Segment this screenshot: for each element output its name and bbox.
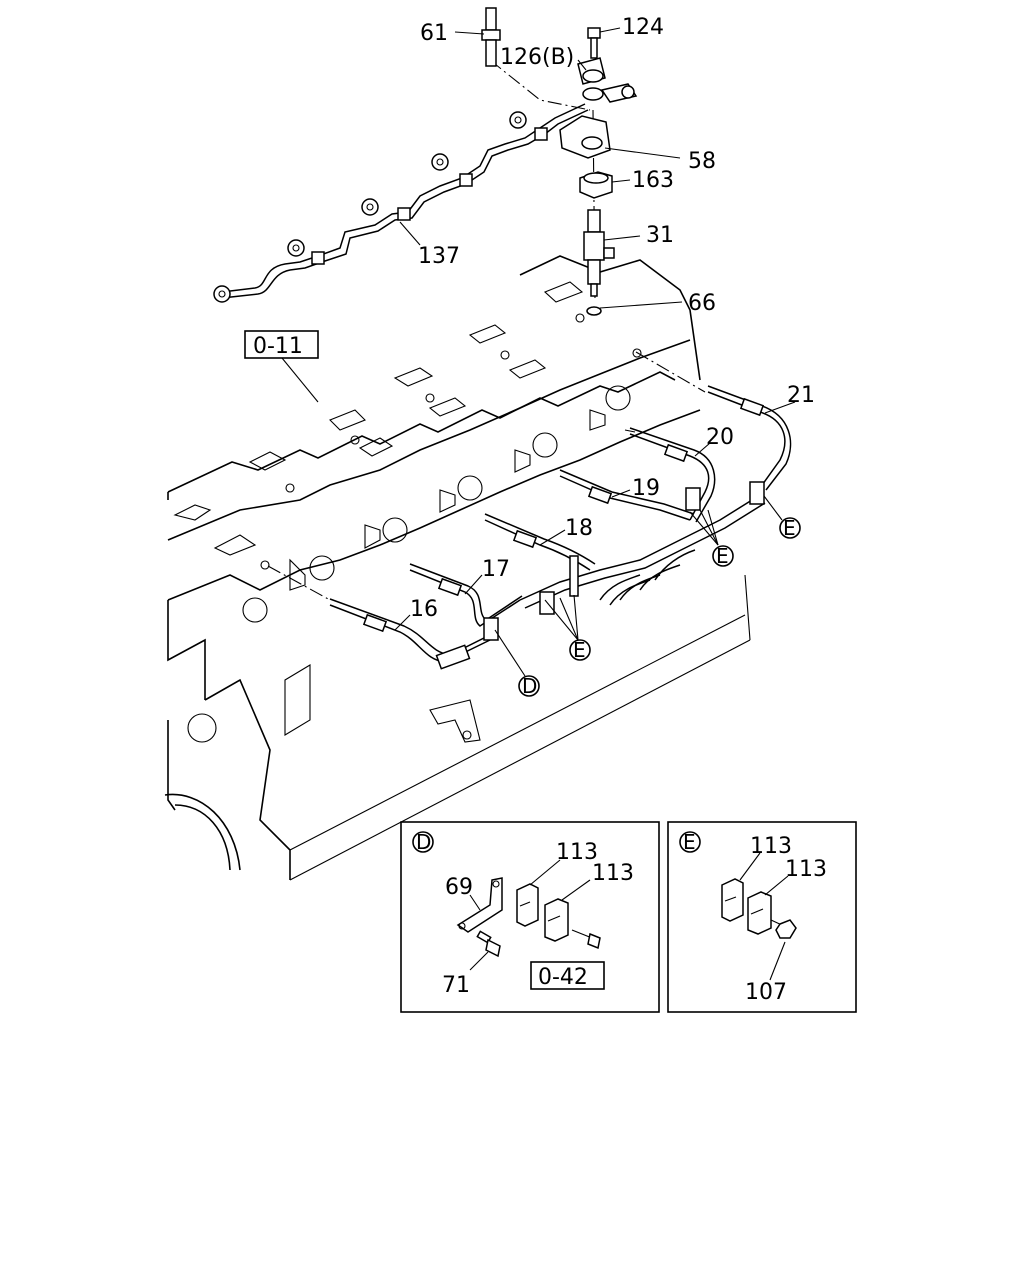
label-20: 20: [706, 425, 734, 450]
label-21: 21: [787, 383, 815, 408]
leak-off-pipe: [213, 103, 589, 303]
label-18: 18: [565, 516, 593, 541]
label-163: 163: [632, 168, 674, 193]
svg-text:E: E: [716, 544, 729, 568]
detail-d-label-113b: 113: [592, 861, 634, 886]
svg-text:D: D: [522, 674, 537, 698]
label-137: 137: [418, 244, 460, 269]
clamp-58: [559, 115, 611, 159]
bolt-124: [587, 27, 601, 59]
ref-box-0-11[interactable]: 0-11: [244, 330, 319, 359]
detail-e-title: E: [683, 830, 696, 854]
detail-e-label-113b: 113: [785, 857, 827, 882]
callout-e-main-3: E: [779, 516, 801, 540]
ref-label-0-11: 0-11: [253, 334, 303, 359]
ref-label-0-42: 0-42: [538, 965, 588, 990]
detail-e-panel: E 113 113 107: [667, 821, 857, 1013]
label-31: 31: [646, 223, 674, 248]
leader-centerlines: [267, 59, 706, 601]
callout-e-main-1: E: [569, 638, 591, 662]
label-124: 124: [622, 15, 664, 40]
banjo-fitting-126: [577, 57, 638, 103]
eye-fittings: [213, 111, 527, 303]
label-66: 66: [688, 291, 716, 316]
ref-box-0-42[interactable]: 0-42: [530, 961, 605, 990]
detail-e-label-113a: 113: [750, 834, 792, 859]
detail-d-panel: D 113 113 69 71 0-42: [400, 821, 660, 1013]
head-top-pockets: [173, 281, 642, 570]
label-16: 16: [410, 597, 438, 622]
injection-pipes: [329, 385, 792, 670]
head-ports: [242, 385, 631, 623]
label-58: 58: [688, 149, 716, 174]
detail-d-label-71: 71: [442, 973, 470, 998]
svg-text:E: E: [783, 516, 796, 540]
callout-d-main: D: [518, 674, 540, 698]
svg-text:E: E: [573, 638, 586, 662]
leader-lines: [281, 27, 796, 677]
washer-66: [586, 306, 602, 316]
label-126b: 126(B): [500, 45, 574, 70]
detail-d-title: D: [416, 830, 431, 854]
engine-block: [164, 255, 751, 881]
detail-d-label-113a: 113: [556, 840, 598, 865]
detail-d-label-69: 69: [445, 875, 473, 900]
injector-31: [583, 209, 615, 297]
label-61: 61: [420, 21, 448, 46]
detail-e-label-107: 107: [745, 980, 787, 1005]
pipe-sleeves: [311, 127, 548, 265]
callout-e-main-2: E: [712, 544, 734, 568]
part-labels: 61 124 126(B) 58 163 31 137 66 21 20 19 …: [410, 15, 815, 622]
bolt-61: [481, 7, 501, 67]
label-19: 19: [632, 476, 660, 501]
label-17: 17: [482, 557, 510, 582]
collar-163: [579, 171, 613, 199]
